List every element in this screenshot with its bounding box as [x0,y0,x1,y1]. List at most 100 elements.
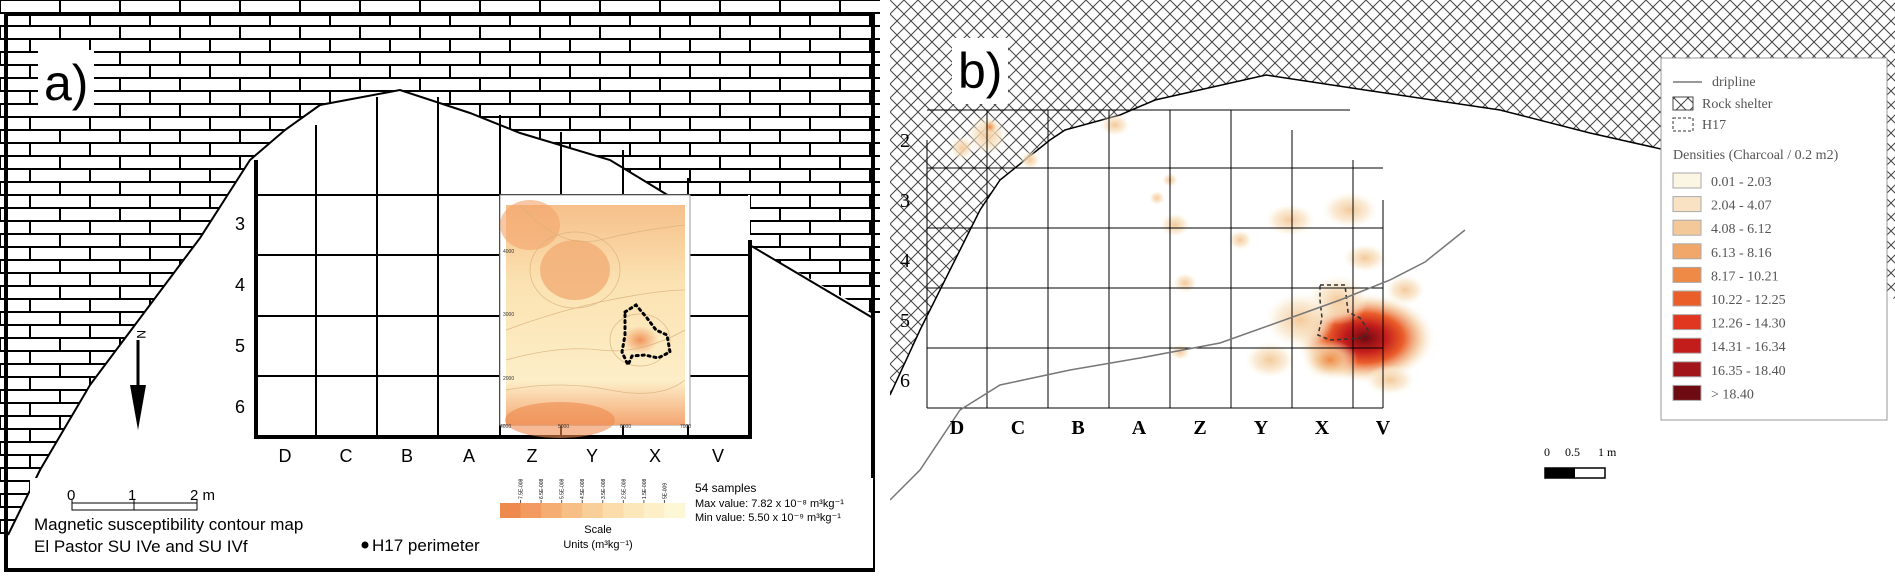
row-label: 6 [900,370,910,392]
panel-a-svg: 4000 3000 2000 4000 5000 6000 7000 3 4 5… [0,0,880,572]
colorbar-swatch [520,503,542,518]
map-title: Magnetic susceptibility contour map [34,515,303,534]
density-swatch [1672,266,1702,283]
susceptibility-peak [622,326,658,354]
row-label: 5 [900,310,910,332]
legend-h17: H17 [1702,118,1726,133]
colorbar-tick-label: 5E-009 [662,483,668,499]
colorbar-tick-label: 3.5E-008 [601,478,607,499]
h17-swatch [1672,117,1694,132]
column-label: Z [1193,417,1206,439]
colorbar-swatch [643,503,665,518]
legend-rock-shelter: Rock shelter [1702,97,1773,112]
inset-y-tick: 2000 [503,376,514,382]
column-label: A [1132,417,1147,439]
north-label: N [134,330,148,339]
density-class-label: 0.01 - 2.03 [1711,175,1772,190]
density-class-label: > 18.40 [1711,387,1754,402]
density-swatch [1672,361,1702,378]
column-label: X [1315,417,1330,439]
density-class-label: 10.22 - 12.25 [1711,293,1786,308]
colorbar-swatch [500,503,522,518]
scale-tick: 0 [1544,445,1550,459]
perimeter-dot-icon [361,541,369,549]
colorbar-tick-label: 5.5E-008 [560,478,566,499]
scale-bar-a: 0 1 2 m [67,487,215,511]
colorbar-swatch [664,503,686,518]
density-swatch [1672,384,1702,401]
row-label: 2 [900,130,910,152]
density-class-label: 6.13 - 8.16 [1711,246,1772,261]
row-label: 3 [235,214,245,234]
density-class-label: 12.26 - 14.30 [1711,317,1786,332]
column-label: D [279,446,292,466]
row-labels-b: 2 3 4 5 6 [900,130,910,392]
panel-b-map: 2 3 4 5 6 D C B A Z Y X V 0 0.5 1 m [889,0,1895,578]
inset-x-tick: 5000 [558,424,569,430]
column-label: Y [1254,417,1269,439]
legend-b: dripline Rock shelter H17 Densities (Cha… [1660,57,1888,421]
map-subtitle: El Pastor SU IVe and SU IVf [34,537,248,556]
row-label: 6 [235,397,245,417]
density-class-label: 16.35 - 18.40 [1711,364,1786,379]
colorbar-units-label: Units (m³kg⁻¹) [563,539,632,551]
density-class-label: 14.31 - 16.34 [1711,340,1786,355]
density-classes: 0.01 - 2.032.04 - 4.074.08 - 6.126.13 - … [1672,172,1786,402]
h17-perimeter-outline [620,303,672,369]
colorbar-swatch [582,503,604,518]
dripline [889,229,1466,501]
charcoal-density-surface [950,114,1435,395]
column-label: C [1011,417,1025,439]
density-swatch [1672,196,1702,213]
h17-perimeter-outline [1317,284,1369,341]
density-swatch [1672,219,1702,236]
density-swatch [1672,243,1702,260]
panel-a-label: a) [38,50,95,116]
excavation-grid-b [926,109,1384,409]
shelter-profile-line [7,88,874,536]
contour-inset: 4000 3000 2000 4000 5000 6000 7000 [499,194,691,438]
scale-tick: 1 [128,487,136,504]
inset-x-tick: 6000 [620,424,631,430]
column-label: V [1376,417,1391,439]
row-label: 4 [900,250,910,272]
row-label: 3 [900,190,910,212]
legend-dripline: dripline [1712,75,1756,90]
scale-tick: 2 m [190,487,215,504]
column-label: Z [527,446,538,466]
colorbar-tick-label: 4.5E-008 [580,478,586,499]
stats-max: Max value: 7.82 x 10⁻⁸ m³kg⁻¹ [695,498,844,510]
panel-b-svg: 2 3 4 5 6 D C B A Z Y X V 0 0.5 1 m [889,0,1895,501]
north-arrow-icon: N [130,330,148,430]
column-label: D [950,417,964,439]
column-label: C [340,446,353,466]
colorbar-tick-label: 1.5E-008 [642,478,648,499]
stats-samples: 54 samples [695,481,756,495]
density-swatch [1672,290,1702,307]
inset-y-tick: 4000 [503,249,514,255]
density-class-label: 8.17 - 10.21 [1711,269,1779,284]
colorbar-tick-label: 2.5E-008 [621,478,627,499]
density-swatch [1672,314,1702,331]
density-class-label: 2.04 - 4.07 [1711,199,1772,214]
scale-tick: 0.5 [1565,445,1580,459]
panel-a-frame [4,12,875,572]
column-label: X [649,446,661,466]
row-labels: 3 4 5 6 [235,214,245,417]
colorbar-scale-label: Scale [584,524,612,536]
row-label: 4 [235,275,245,295]
density-swatch [1672,172,1702,189]
column-label: Y [586,446,598,466]
column-label: B [401,446,413,466]
inset-x-tick: 7000 [680,424,691,430]
legend-densities-title: Densities (Charcoal / 0.2 m2) [1673,148,1839,163]
column-labels: D C B A Z Y X V [279,446,725,466]
colorbar-swatch [541,503,563,518]
panel-b-label: b) [952,38,1009,104]
colorbar-tick-label: 7.5E-008 [519,478,525,499]
column-label: V [712,446,724,466]
inset-y-tick: 4000 [500,424,511,430]
colorbar-swatch [623,503,645,518]
scale-tick: 1 m [1598,445,1617,459]
